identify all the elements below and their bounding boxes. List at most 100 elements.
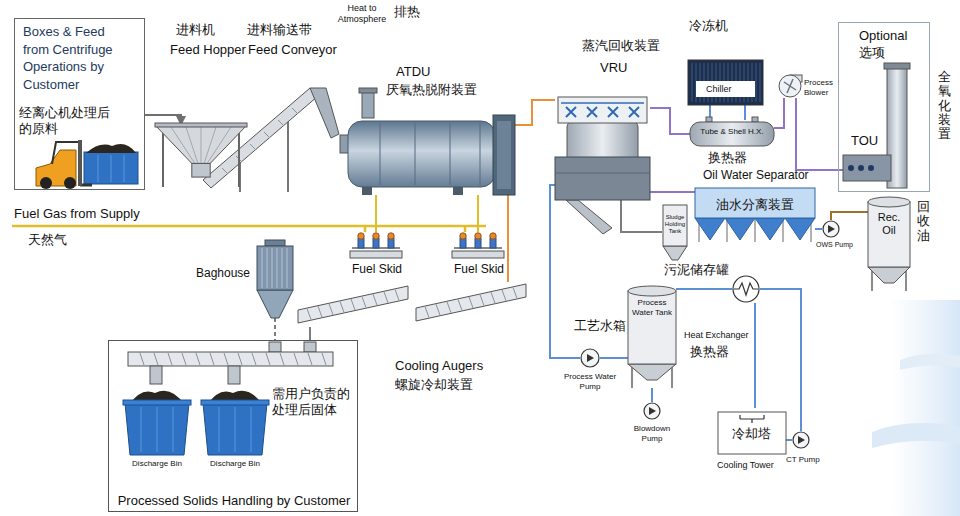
cooling-tower-symbol: [718, 412, 786, 454]
tou-unit: TOU: [843, 63, 927, 188]
pump-symbol: Blowdown Pump: [643, 402, 661, 420]
solids-screw-conveyor: [128, 342, 333, 384]
discharge-bin-symbol: [235, 407, 236, 452]
pipe-connector: [477, 195, 479, 232]
equipment-label: 换热器: [690, 344, 729, 360]
cooling-augers-symbol: [318, 306, 322, 317]
equipment-label: Cooling Augers: [395, 358, 483, 374]
equipment-label: Process Water Tank: [632, 298, 672, 317]
pump-symbol-symbol: [792, 431, 810, 449]
oil-tank: Rec. Oil回收油: [868, 196, 910, 291]
pipe-connector: [831, 212, 868, 220]
cooling-tower-symbol: [740, 415, 764, 423]
equipment-label: 选项: [859, 45, 885, 61]
tou-unit-symbol: [858, 165, 864, 171]
forklift: [84, 152, 138, 184]
vru-unit: 蒸汽回收装置VRU: [555, 95, 650, 200]
equipment-label: Process Blower: [804, 78, 836, 97]
fuel-skid-symbol: [358, 233, 364, 239]
pump-symbol-symbol: [643, 402, 661, 420]
exhaust-stack: [359, 88, 377, 93]
pipe-connector: [774, 98, 784, 128]
solids-screw-conveyor: [128, 352, 333, 366]
equipment-label: Sludge Holding Tank: [663, 214, 687, 236]
baghouse-symbol: [267, 248, 268, 288]
cooling-augers-symbol: [469, 297, 473, 308]
cooling-augers-symbol: [425, 307, 429, 318]
fuel-skid-symbol: [388, 233, 394, 239]
equipment-label: 污泥储存罐: [664, 262, 729, 278]
cooling-augers-symbol: [416, 284, 526, 321]
cooling-augers: Cooling Augers螺旋冷却装置: [298, 282, 528, 327]
pipe-connector: [274, 318, 276, 340]
baghouse-symbol: [255, 240, 295, 318]
feed-hopper-symbol: [192, 163, 210, 177]
sludge-tank: Sludge Holding Tank污泥储存罐: [662, 205, 688, 260]
baghouse-symbol: [265, 240, 285, 246]
oil-water-separator-symbol: [695, 188, 815, 218]
baghouse-symbol: [282, 248, 283, 288]
baghouse-symbol: [272, 248, 273, 288]
equipment-label: 回收油: [917, 200, 930, 243]
cooling-augers-symbol: [351, 299, 355, 310]
forklift: [98, 155, 99, 182]
chiller-unit-symbol: [756, 63, 757, 102]
pipe-connector: [621, 200, 662, 232]
pump-symbol: CT Pump: [792, 431, 810, 449]
water-tank-symbol: [628, 291, 676, 364]
fuel-skid-symbol: [490, 233, 496, 239]
atdu-drum-symbol: [497, 121, 511, 189]
feed-hopper-symbol: [186, 126, 198, 163]
chiller-unit-symbol: [688, 60, 763, 105]
annotation-label: 进料输送带: [247, 22, 312, 38]
water-watermark: [900, 354, 960, 370]
equipment-label: Feed Hopper: [170, 42, 246, 58]
discharge-bin-symbol: [203, 403, 267, 455]
pipe-connector: [754, 303, 756, 408]
shell-tube-exchanger-symbol: [690, 122, 774, 146]
discharge-bin-symbol: [157, 407, 158, 452]
pipe-connector: [786, 439, 792, 441]
equipment-label: Process Water Pump: [559, 372, 621, 391]
cooling-augers-symbol: [298, 286, 408, 323]
cooling-augers-symbol: [502, 290, 506, 301]
water-watermark: [872, 300, 960, 516]
equipment-label: 油水分离装置: [716, 197, 794, 213]
process-blower-symbol: [778, 74, 802, 98]
equipment-label: Chiller: [706, 84, 732, 95]
forklift: [52, 142, 78, 164]
pump-symbol-symbol: [823, 221, 839, 237]
pump-symbol-symbol: [581, 349, 599, 367]
discharge-bin-symbol: [251, 407, 252, 452]
pump-symbol-symbol: [798, 436, 805, 444]
pipe-connector: [600, 357, 628, 359]
chiller-unit-symbol: [688, 60, 763, 105]
solids-screw-conveyor: [140, 353, 326, 365]
equipment-label: 厌氧热脱附装置: [386, 82, 477, 98]
oil-tank-symbol: [868, 202, 910, 267]
feed-hopper-symbol: [207, 126, 232, 163]
cooling-augers-symbol: [384, 292, 388, 303]
baghouse-symbol: [277, 248, 278, 288]
discharge-bin-symbol: [201, 385, 269, 455]
oil-water-separator-symbol: [695, 188, 815, 242]
equipment-label: Fuel Skid: [454, 262, 504, 276]
exhaust-stack: [362, 92, 374, 118]
solids-screw-conveyor: [150, 366, 162, 384]
pump-symbol-symbol: [828, 225, 835, 233]
oil-tank-symbol: [868, 197, 910, 207]
equipment-label: Optional: [859, 28, 907, 44]
water-tank-symbol: [628, 364, 676, 380]
vru-unit-symbol: [561, 102, 644, 104]
pipe-connector: [676, 288, 732, 290]
feed-hopper-symbol: [155, 125, 247, 163]
discharge-bin-symbol: [123, 385, 191, 455]
pipe-connector: [651, 388, 653, 402]
pump-symbol-symbol: [580, 348, 600, 368]
pipe-connector: [650, 108, 690, 134]
vru-unit-symbol: [608, 107, 618, 117]
cooling-augers-symbol: [491, 292, 495, 303]
atdu-drum-symbol: [453, 187, 463, 195]
tou-unit-symbol: [848, 165, 854, 171]
discharge-bin-symbol: [201, 400, 269, 405]
